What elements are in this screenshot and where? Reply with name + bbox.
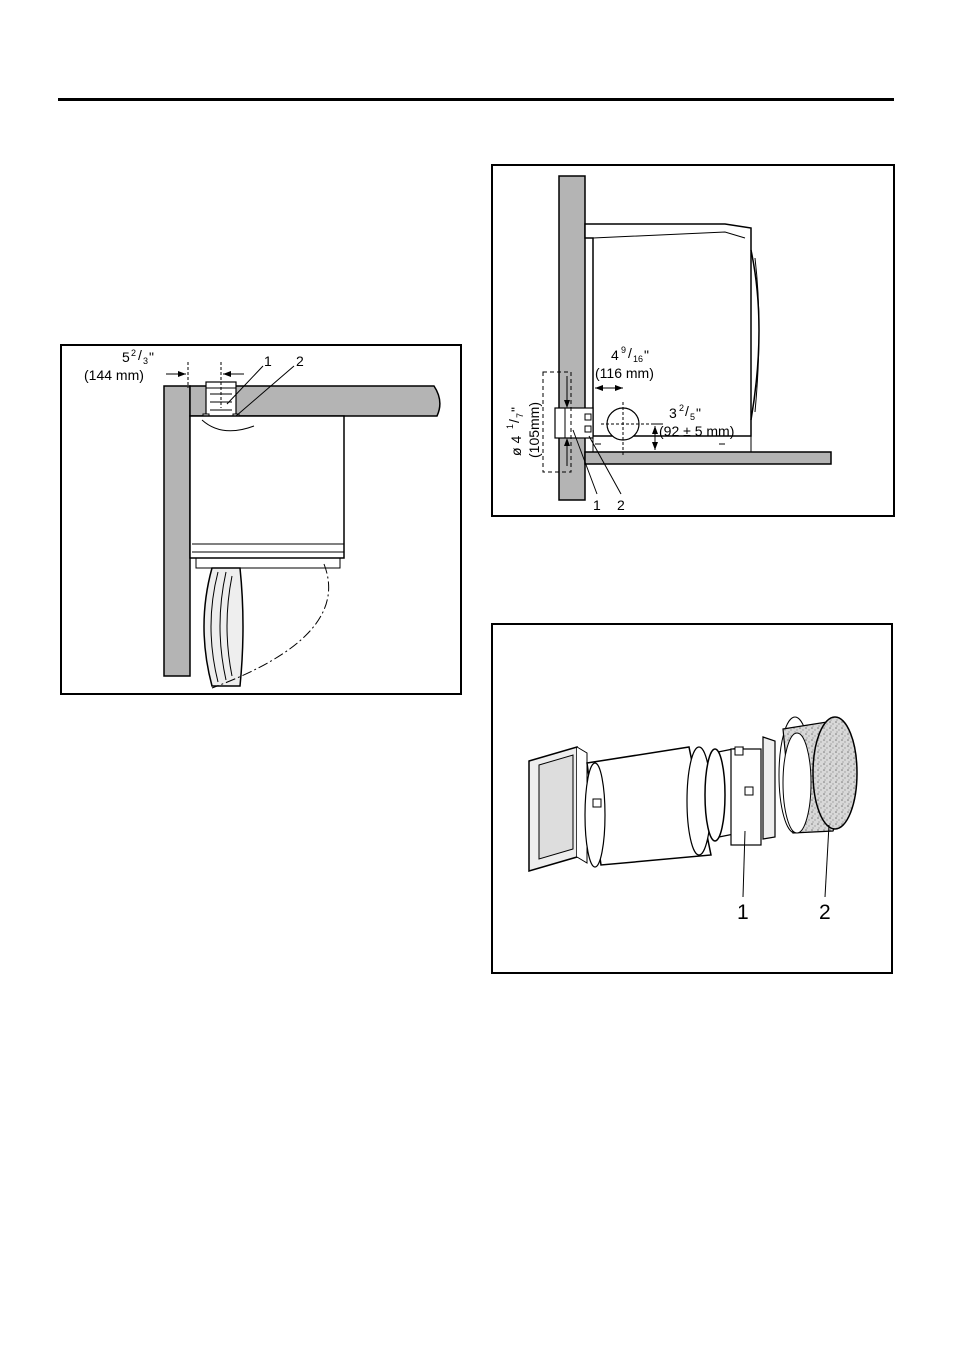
dim-whole: 5 (122, 349, 130, 365)
top-view-drawing: 5 2 / 3 " (144 mm) 1 2 (62, 346, 464, 697)
dim2-fraction-num: 2 (679, 403, 684, 413)
dim2-inch-mark: " (696, 405, 701, 421)
dim-inch-mark: " (149, 349, 154, 365)
dryer-cabinet (190, 416, 344, 558)
dim1-fraction-slash: / (628, 345, 632, 361)
clip-icon (593, 799, 601, 807)
dia-prefix: ø 4 (508, 436, 524, 456)
dia-mm: (105mm) (526, 402, 542, 458)
dia-fraction-num: 1 (505, 424, 515, 429)
figure-top-view: 5 2 / 3 " (144 mm) 1 2 (60, 344, 462, 695)
dim1-fraction-num: 9 (621, 345, 626, 355)
callout-2: 2 (819, 901, 831, 924)
dia-fraction-slash: / (506, 419, 522, 423)
dim1-mm: (116 mm) (595, 365, 654, 381)
dim-fraction-den: 3 (143, 356, 148, 366)
floor (585, 452, 831, 464)
callout-1: 1 (737, 901, 749, 924)
dim2-mm: (92 ± 5 mm) (659, 423, 734, 439)
dryer-body (585, 224, 751, 436)
callout-1: 1 (593, 497, 601, 513)
dim2-fraction-slash: / (685, 403, 689, 419)
dia-inch-mark: " (508, 407, 524, 412)
figure-vent-kit: 1 2 (491, 623, 893, 974)
dim-fraction-slash: / (138, 347, 142, 363)
callout-1: 1 (264, 353, 272, 369)
dryer-door-profile (751, 250, 759, 420)
dim-mm: (144 mm) (84, 367, 144, 383)
side-wall (164, 386, 190, 676)
dim1-whole: 4 (611, 347, 619, 363)
dim1-inch-mark: " (644, 347, 649, 363)
figure-side-view: 4 9 / 16 " (116 mm) 3 2 / 5 " (92 ± 5 mm… (491, 164, 895, 517)
wall-plate (763, 737, 775, 839)
vent-kit-drawing: 1 2 (493, 625, 895, 976)
header-rule (58, 98, 894, 101)
callout-2: 2 (617, 497, 625, 513)
side-view-drawing: 4 9 / 16 " (116 mm) 3 2 / 5 " (92 ± 5 mm… (493, 166, 897, 519)
dia-fraction-den: 7 (515, 413, 525, 418)
dim1-fraction-den: 16 (633, 354, 643, 364)
dim2-whole: 3 (669, 405, 677, 421)
callout-2: 2 (296, 353, 304, 369)
dim-fraction-num: 2 (131, 348, 136, 358)
dim2-fraction-den: 5 (690, 412, 695, 422)
